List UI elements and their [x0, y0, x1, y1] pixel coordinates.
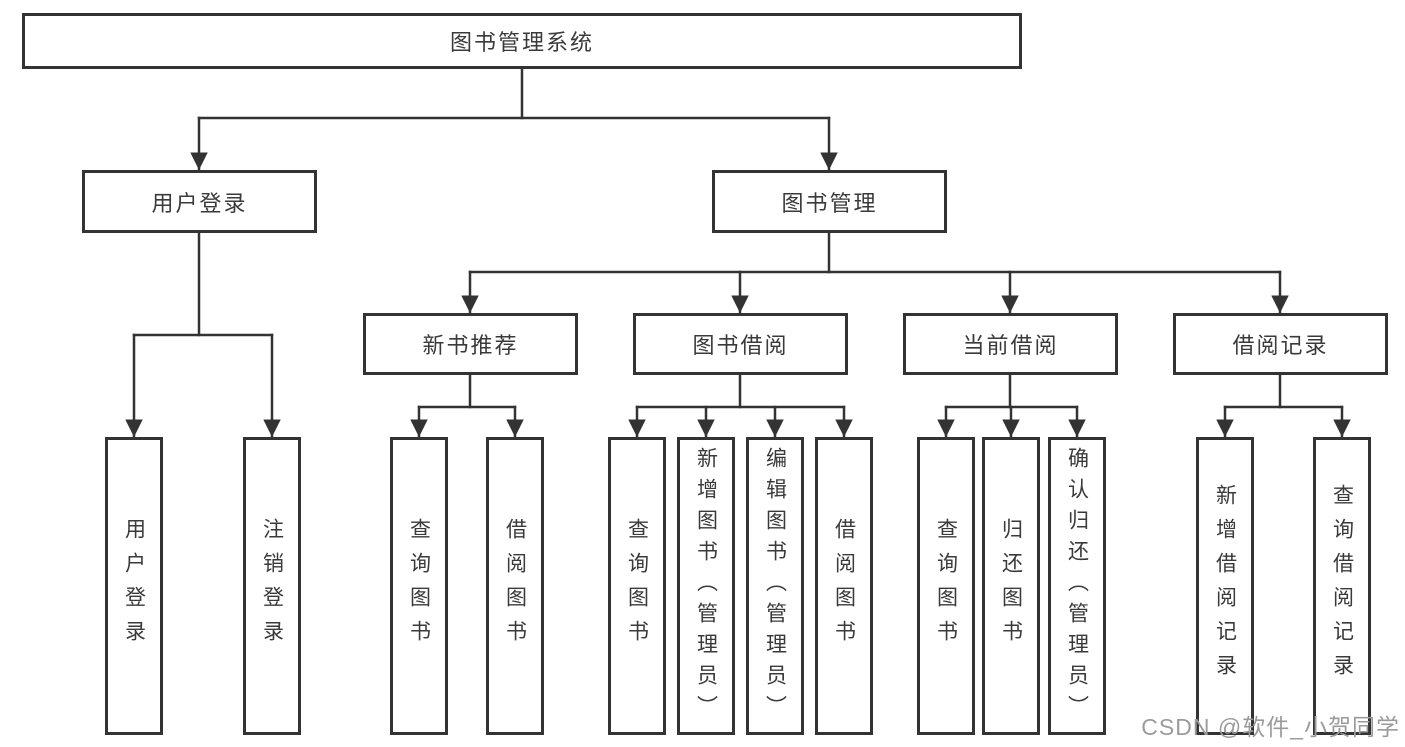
leaf-return-book: 归还图书 [982, 437, 1040, 735]
node-label: 编辑图书（管理员） [763, 446, 787, 726]
leaf-add-book-admin: 新增图书（管理员） [677, 437, 735, 735]
node-label: 新书推荐 [422, 333, 519, 358]
leaf-query-book-borrow: 查询图书 [608, 437, 666, 735]
node-label: 新增借阅记录 [1213, 484, 1237, 688]
leaf-logout: 注销登录 [243, 437, 301, 735]
node-book-management: 图书管理 [712, 170, 947, 233]
csdn-watermark: CSDN @软件_小贺同学 [1141, 714, 1400, 740]
leaf-edit-book-admin: 编辑图书（管理员） [746, 437, 804, 735]
node-label: 图书管理系统 [449, 30, 594, 55]
node-book-borrow: 图书借阅 [633, 313, 848, 375]
node-label: 新增图书（管理员） [694, 446, 718, 726]
leaf-query-book-recommend: 查询图书 [390, 437, 448, 735]
leaf-confirm-return-admin: 确认归还（管理员） [1048, 437, 1106, 735]
node-label: 借阅图书 [832, 518, 856, 654]
node-new-book-recommend: 新书推荐 [363, 313, 578, 375]
leaf-query-borrow-record: 查询借阅记录 [1313, 437, 1371, 735]
leaf-user-login: 用户登录 [105, 437, 163, 735]
node-label: 借阅记录 [1232, 333, 1329, 358]
node-label: 当前借阅 [962, 333, 1059, 358]
node-label: 图书管理 [781, 190, 878, 216]
node-label: 查询图书 [625, 518, 649, 654]
node-label: 确认归还（管理员） [1065, 446, 1089, 726]
node-label: 借阅图书 [503, 518, 527, 654]
node-current-borrow: 当前借阅 [903, 313, 1118, 375]
node-label: 图书借阅 [692, 333, 789, 358]
node-label: 查询图书 [934, 518, 958, 654]
node-label: 用户登录 [151, 190, 248, 216]
leaf-borrow-book-recommend: 借阅图书 [486, 437, 544, 735]
node-label: 用户登录 [122, 518, 146, 654]
node-user-login: 用户登录 [82, 170, 317, 233]
leaf-add-borrow-record: 新增借阅记录 [1196, 437, 1254, 735]
leaf-query-book-current: 查询图书 [917, 437, 975, 735]
node-label: 查询图书 [407, 518, 431, 654]
node-borrow-record: 借阅记录 [1173, 313, 1388, 375]
node-library-system: 图书管理系统 [22, 13, 1022, 69]
node-label: 归还图书 [999, 518, 1023, 654]
node-label: 查询借阅记录 [1330, 484, 1354, 688]
leaf-borrow-book: 借阅图书 [815, 437, 873, 735]
node-label: 注销登录 [260, 518, 284, 654]
